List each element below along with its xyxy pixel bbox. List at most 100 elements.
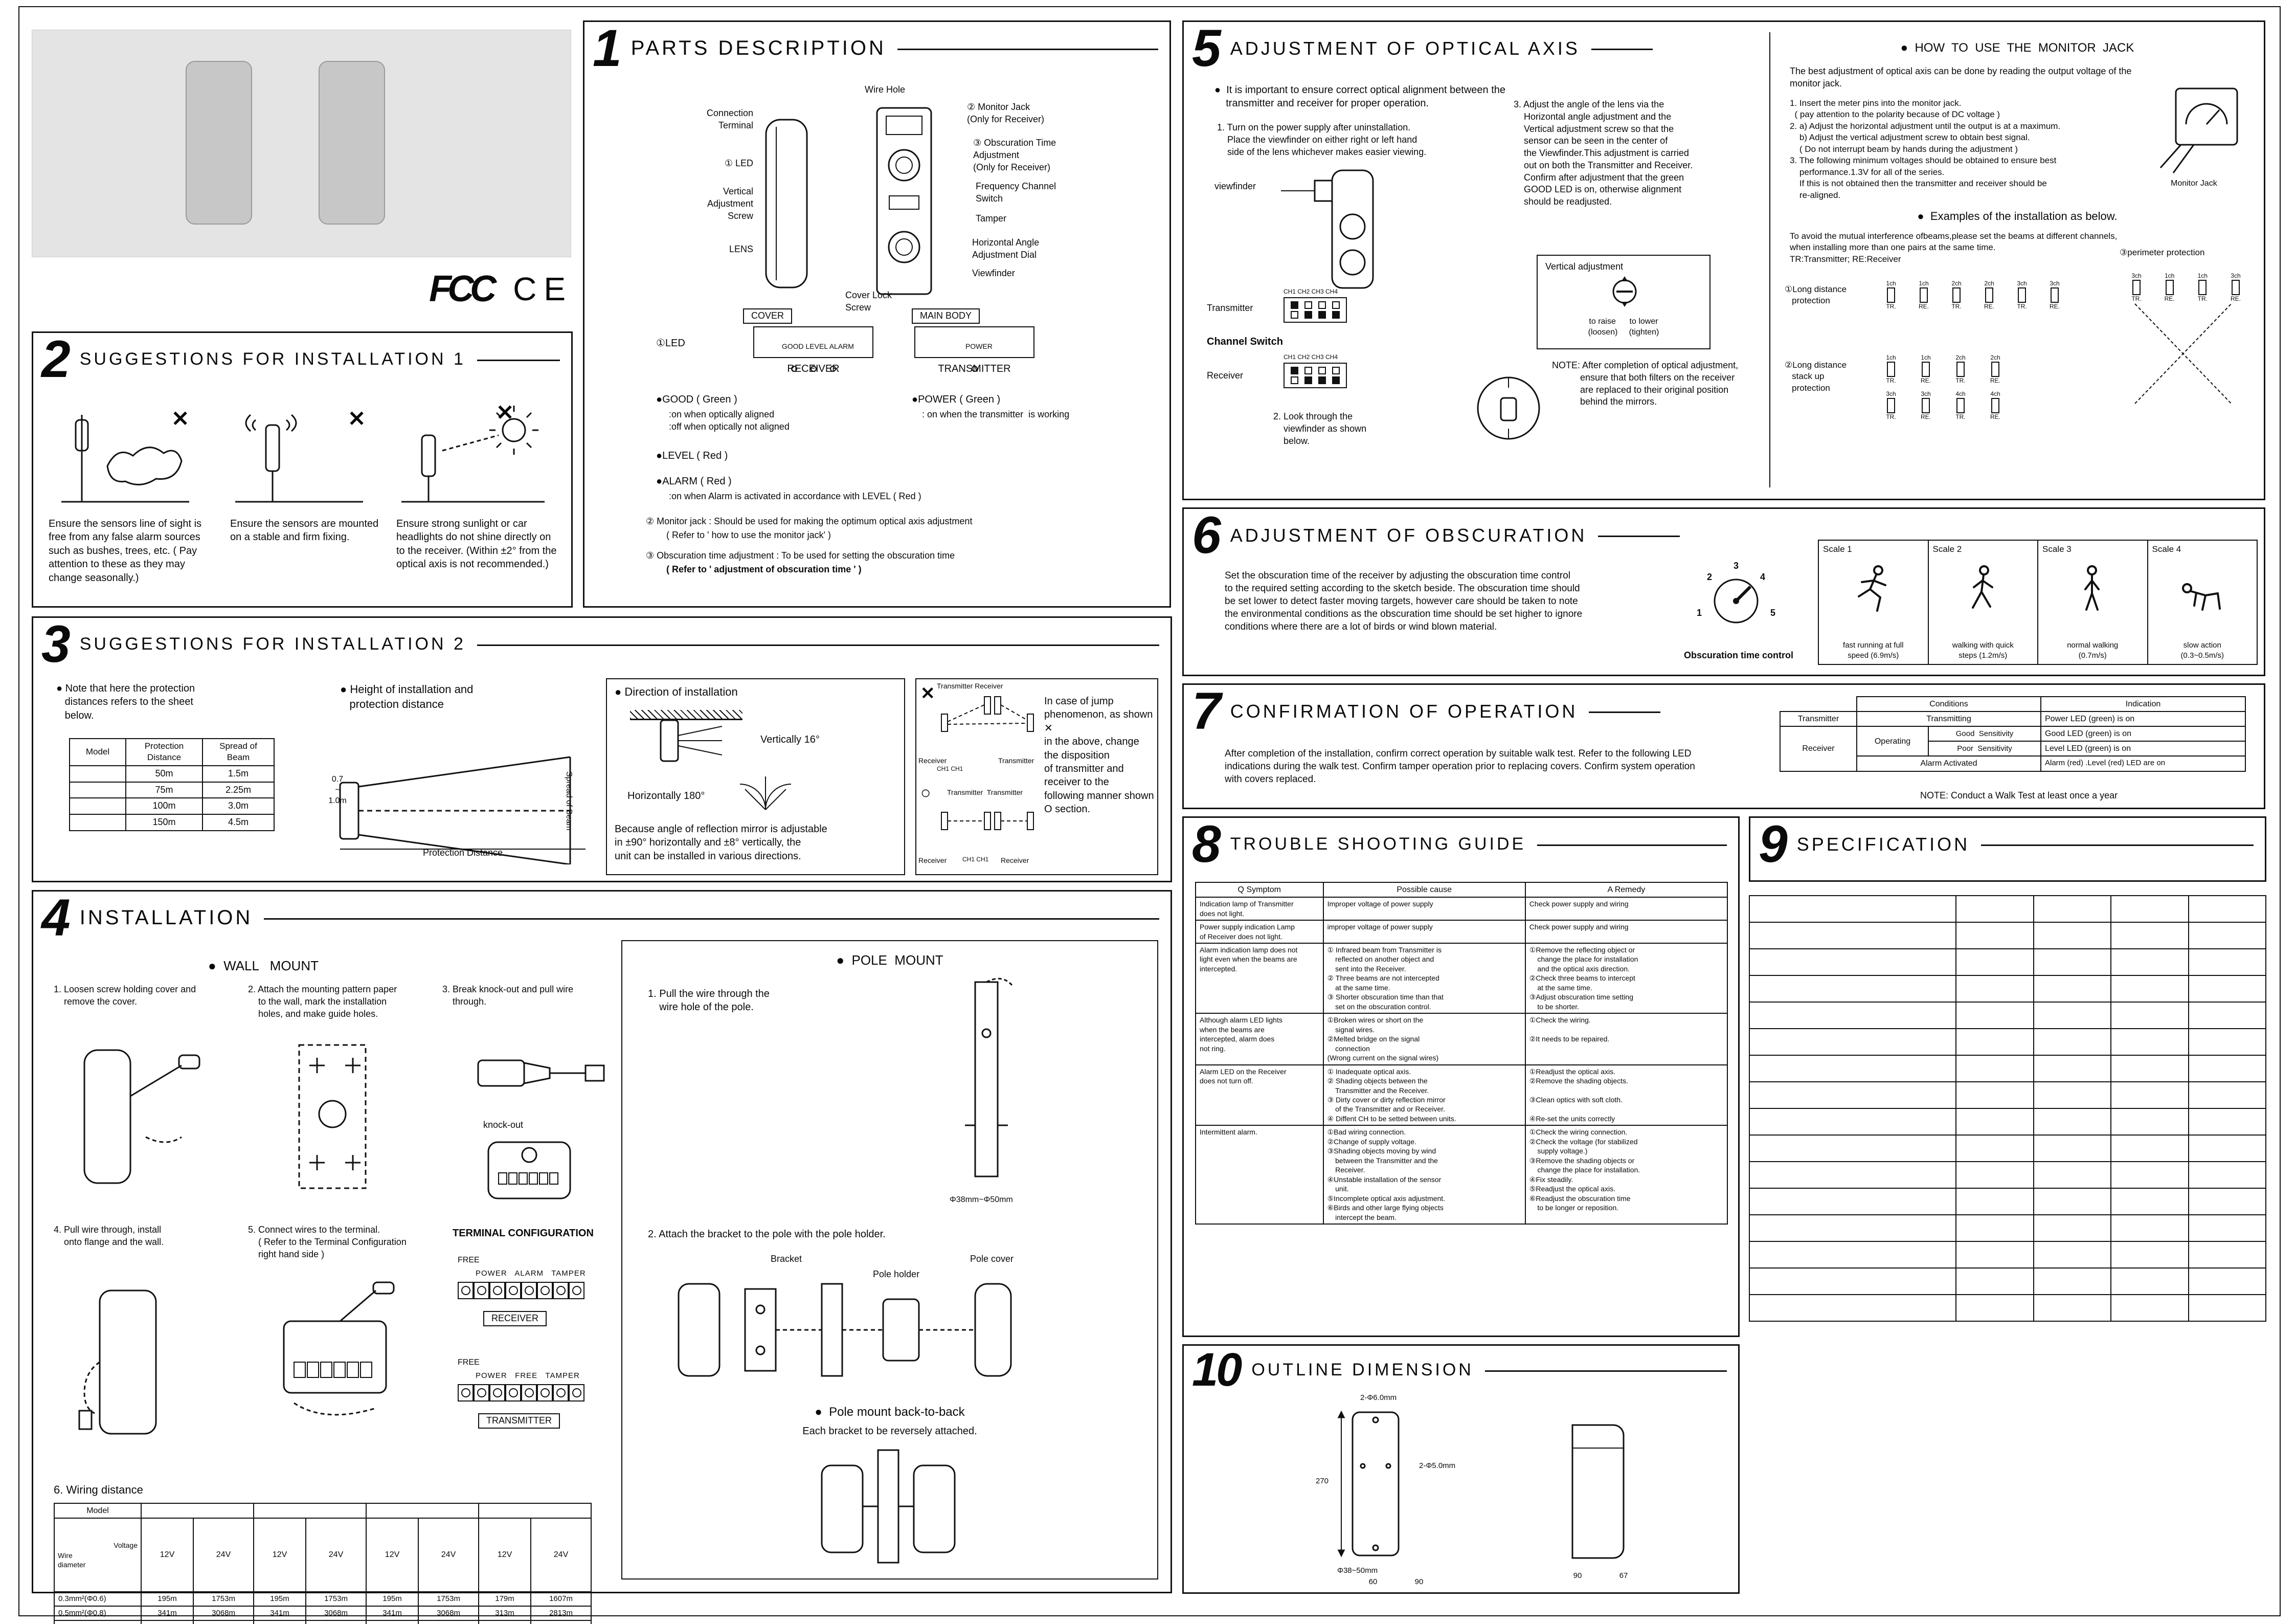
beam-unit: 2ch RE. [1984,354,2007,384]
section-title: TROUBLE SHOOTING GUIDE [1230,834,1526,854]
pole-step-2: 2. Attach the bracket to the pole with t… [648,1229,886,1240]
unit-icon [1952,287,1961,303]
section-installation: 4 INSTALLATION ● WALL MOUNT 1. Loosen sc… [32,890,1172,1624]
section-title: INSTALLATION [79,906,253,929]
section-5-header: 5 ADJUSTMENT OF OPTICAL AXIS [1184,22,2264,74]
callout-obscuration-adjustment: ③ Obscuration Time Adjustment (Only for … [973,138,1056,172]
cause-cell: ① Inadequate optical axis. ② Shading obj… [1322,1064,1526,1126]
transmitter-caption: TRANSMITTER [938,363,1011,374]
poor-sensitivity-cell: Poor Sensitivity [1928,741,2041,757]
unit-icon [1887,287,1895,303]
unstable-mount-figure [235,414,363,503]
section-number: 8 [1192,815,1221,873]
x-mark-2: ✕ [348,407,366,431]
unit-icon [1922,397,1930,413]
transmitting-cell: Transmitting [1856,711,2041,727]
channel-label: 3ch [2017,280,2027,287]
pole-mount-title: ● POLE MOUNT [836,952,943,968]
role-label: TR. [1886,376,1896,384]
top-holes-label: 2-Φ6.0mm [1360,1393,1397,1402]
wire-size-cell: 0.3mm²(Φ0.6) [54,1591,142,1607]
header-rule [897,49,1158,51]
transmitter-row-label: Transmitter [1780,711,1857,727]
channel-switch-label: Channel Switch [1207,336,1283,347]
wiring-model-1 [141,1502,254,1519]
width-90-label: 90 [1414,1577,1424,1586]
pole-mount-box: ● POLE MOUNT 1. Pull the wire through th… [621,940,1158,1579]
dial-number-5: 5 [1770,608,1776,618]
viewfinder-label: viewfinder [1214,181,1256,191]
header-rule [1981,844,2254,847]
beam-unit: 3ch TR. [2125,273,2148,302]
beam-unit: 1ch RE. [1912,280,1935,309]
cover-diagram [765,119,808,288]
section-7-header: 7 CONFIRMATION OF OPERATION [1184,685,2264,737]
section-title: PARTS DESCRIPTION [631,37,886,60]
pole-step-1: 1. Pull the wire through the wire hole o… [648,988,770,1013]
bracket-label: Bracket [771,1254,802,1264]
section-number: 1 [593,19,622,77]
knockout-label: knock-out [483,1120,524,1130]
trouble-shooting-table: Q Symptom Possible cause A Remedy Indica… [1195,881,1728,1225]
alarm-activated-cell: Alarm Activated [1856,755,2041,772]
scale-title: Scale 3 [2042,544,2072,554]
cause-cell: Improper voltage of power supply [1322,897,1526,921]
unit-icon [1991,361,1999,377]
obscuration-ref: ( Refer to ' adjustment of obscuration t… [666,564,862,574]
remedy-cell: ①Remove the reflecting object or change … [1524,942,1728,1014]
ce-logo: CE [513,271,573,307]
beam-unit: 3ch TR. [2010,280,2034,309]
callout-frequency-channel-switch: Frequency Channel Switch [976,181,1056,204]
volt-header: 24V [530,1518,592,1592]
column-divider [1769,32,1770,487]
viewfinder-placement-figure [1281,169,1374,289]
section-number: 3 [41,615,71,673]
led-indication-table: Conditions Indication Transmitter Transm… [1780,696,2246,772]
header-rule [264,918,1159,920]
wall-step-4-figure [78,1289,157,1435]
cover-label: COVER [743,308,793,324]
wall-step-2-figure [298,1044,367,1189]
wiring-row: 0.75mm²(Φ1.0) 455m 4091m 455m 4091m 455m… [54,1619,592,1624]
example-1-units: 1ch TR. 1ch RE. 2ch TR. 2ch RE. [1879,280,2066,309]
remedy-cell: ①Check the wiring. ②It needs to be repai… [1524,1013,1728,1065]
section-suggestions-1: 2 SUGGESTIONS FOR INSTALLATION 1 ✕ ✕ [32,331,573,608]
alarm-led-cell: Alarm (red) .Level (red) LED are on [2040,755,2246,772]
transmitter-dip-switch [1284,297,1347,323]
sunlight-figure [401,406,545,503]
receiver-led-labels: GOOD LEVEL ALARM [781,342,854,351]
power-led-title: ●POWER ( Green ) [912,394,1001,405]
header-rule [1589,711,1661,714]
spread-cell: 1.5m [202,765,275,783]
section-number: 2 [41,330,71,388]
spec-row [1749,1081,2266,1109]
role-label: RE. [1990,376,2000,384]
jump-bottom-label-right: Receiver [1001,856,1029,864]
power-led-cell: Power LED (green) is on [2040,711,2246,727]
spec-row [1749,1294,2266,1322]
beam-unit: 1ch RE. [2158,273,2181,302]
section-1-header: 1 PARTS DESCRIPTION [584,19,1169,77]
model-cell [69,814,126,831]
transmitter-free-label: FREE [458,1358,480,1367]
volt-header: 12V [253,1518,307,1592]
channel-label: 3ch [1886,390,1896,398]
callout-horizontal-angle-dial: Horizontal Angle Adjustment Dial [972,237,1040,260]
walking-figure-icon [2084,565,2100,611]
role-label: TR. [1886,302,1896,310]
section-outline-dimension: 10 OUTLINE DIMENSION 2-Φ6.0mm 2-Φ5.0mm 2… [1182,1344,1740,1594]
role-label: RE. [2230,295,2241,302]
section-number: 10 [1192,1344,1242,1396]
unit-icon [2198,279,2207,295]
role-label: RE. [1920,413,1931,420]
horizontal-angle-label: Horizontally 180° [627,790,705,802]
terminal-configuration-title: TERMINAL CONFIGURATION [453,1228,594,1239]
unit-icon [1956,361,1965,377]
jump-bottom-label-left: Receiver [918,856,947,864]
wall-mount-title: ● WALL MOUNT [208,958,319,973]
channel-switch-block: Transmitter CH1 CH2 CH3 CH4 Channel Swit… [1207,288,1432,395]
monitor-jack-steps: 1. Insert the meter pins into the monito… [1790,98,2061,200]
receiver-terminal-labels: POWER ALARM TAMPER [476,1269,586,1278]
beam-unit: 4ch RE. [1984,391,2007,420]
